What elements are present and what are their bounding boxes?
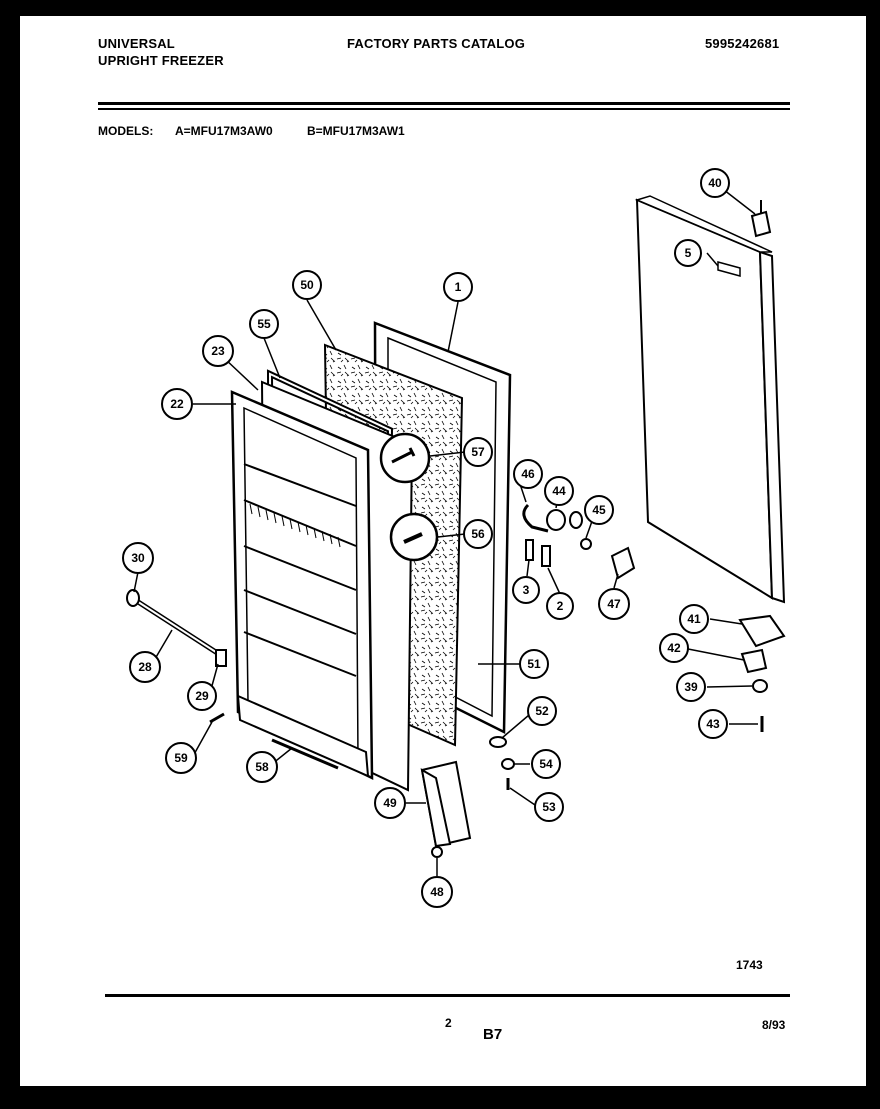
svg-text:48: 48 [430,885,444,899]
shelf-grille [249,503,341,548]
page-number: 2 [445,1016,452,1030]
callout-51: 51 [519,649,549,679]
footer-rule [105,994,790,997]
callout-30: 30 [122,542,154,574]
model-b: B=MFU17M3AW1 [307,124,405,138]
figure-number: 1743 [736,958,763,972]
svg-text:2: 2 [557,599,564,613]
svg-text:44: 44 [552,484,566,498]
lower-hinge-cover [420,760,472,848]
header-rule-bottom [98,108,790,110]
svg-text:39: 39 [684,680,698,694]
svg-text:55: 55 [257,317,271,331]
svg-text:30: 30 [131,551,145,565]
callout-40: 40 [700,168,730,198]
outer-door-panel [634,195,786,604]
callout-49: 49 [374,787,406,819]
callout-1: 1 [443,272,473,302]
product-name: UPRIGHT FREEZER [98,53,224,68]
document-number: 5995242681 [705,36,780,51]
callout-22: 22 [161,388,193,420]
callout-41: 41 [679,604,709,634]
callout-58: 58 [246,751,278,783]
brand-name: UNIVERSAL [98,36,175,51]
callout-42: 42 [659,633,689,663]
svg-text:51: 51 [527,657,541,671]
screw-detail-circle-2 [389,512,439,562]
svg-text:40: 40 [708,176,722,190]
handle-parts [522,503,636,580]
callout-23: 23 [202,335,234,367]
callout-29: 29 [187,681,217,711]
svg-text:56: 56 [471,527,485,541]
section-code: B7 [483,1026,503,1043]
svg-text:45: 45 [592,503,606,517]
callout-5: 5 [674,239,702,267]
svg-text:50: 50 [300,278,314,292]
callout-46: 46 [513,459,543,489]
model-a: A=MFU17M3AW0 [175,124,273,138]
svg-text:29: 29 [195,689,209,703]
svg-text:42: 42 [667,641,681,655]
catalog-title: FACTORY PARTS CATALOG [347,36,526,51]
svg-text:3: 3 [523,583,530,597]
callout-54: 54 [531,749,561,779]
revision-date: 8/93 [762,1018,786,1032]
callout-48: 48 [421,876,453,908]
callout-3: 3 [512,576,540,604]
callout-47: 47 [598,588,630,620]
models-label: MODELS: [98,124,154,138]
door-stop-part [750,200,772,238]
svg-text:53: 53 [542,800,556,814]
svg-text:47: 47 [607,597,621,611]
callout-53: 53 [534,792,564,822]
callout-52: 52 [527,696,557,726]
callout-39: 39 [676,672,706,702]
svg-text:57: 57 [471,445,485,459]
svg-text:5: 5 [685,246,692,260]
svg-text:46: 46 [521,467,535,481]
callout-45: 45 [584,495,614,525]
callout-59: 59 [165,742,197,774]
toe-grille [236,694,370,778]
svg-text:41: 41 [687,612,701,626]
callout-43: 43 [698,709,728,739]
door-rod-assembly [126,589,227,667]
svg-text:54: 54 [539,757,553,771]
header-rule-top [98,102,790,105]
svg-text:49: 49 [383,796,397,810]
screw-part [209,712,225,724]
screw-detail-circle [379,432,431,484]
svg-text:58: 58 [255,760,269,774]
callout-56: 56 [463,519,493,549]
callout-44: 44 [544,476,574,506]
svg-text:1: 1 [455,280,462,294]
callout-28: 28 [129,651,161,683]
hinge-parts [738,614,786,732]
svg-text:28: 28 [138,660,152,674]
svg-text:52: 52 [535,704,549,718]
nameplate-badge [717,261,741,277]
svg-text:22: 22 [170,397,184,411]
svg-text:23: 23 [211,344,225,358]
svg-text:43: 43 [706,717,720,731]
inner-door-liner [230,390,374,781]
callout-55: 55 [249,309,279,339]
svg-text:59: 59 [174,751,188,765]
callout-57: 57 [463,437,493,467]
callout-50: 50 [292,270,322,300]
callout-2: 2 [546,592,574,620]
